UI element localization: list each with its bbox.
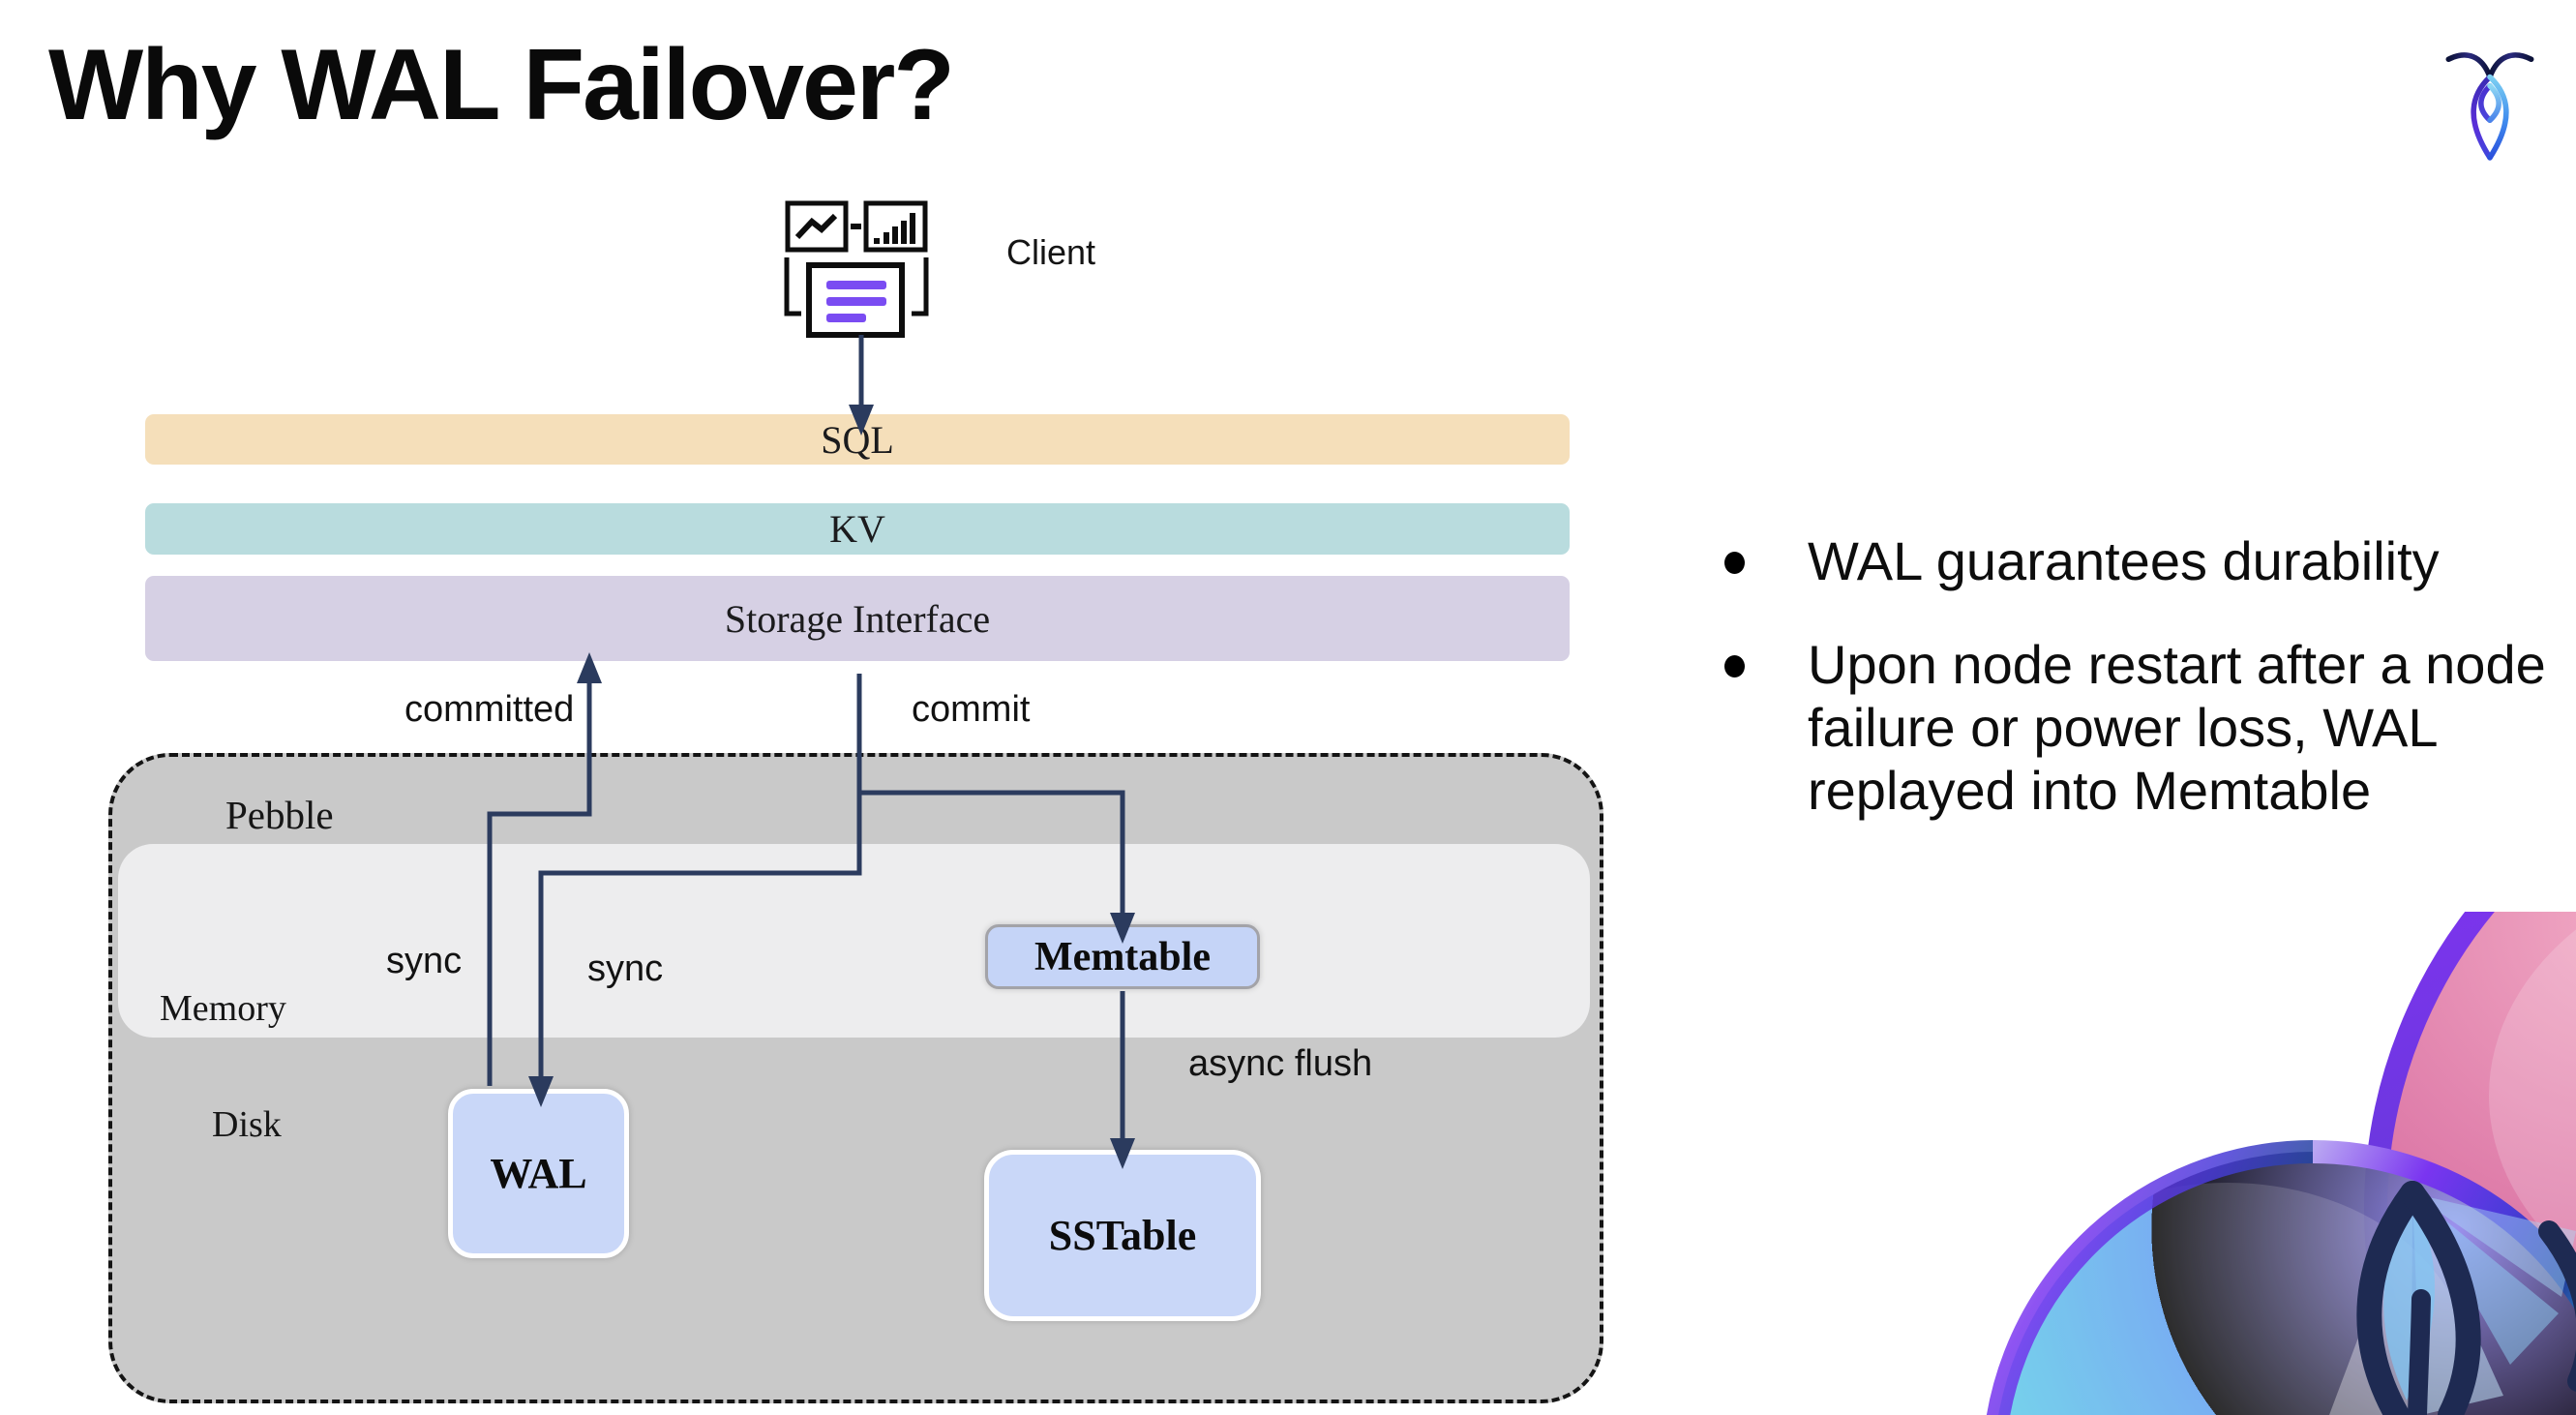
wal-node: WAL — [448, 1089, 629, 1258]
pebble-label: Pebble — [225, 793, 334, 837]
sstable-node: SSTable — [984, 1150, 1261, 1321]
client-label: Client — [1006, 232, 1096, 272]
memory-label: Memory — [160, 988, 286, 1029]
bullet-dot-icon — [1724, 654, 1745, 677]
layer-sql: SQL — [145, 414, 1570, 465]
edge-label-async-flush: async flush — [1188, 1043, 1373, 1084]
list-item: WAL guarantees durability — [1722, 530, 2562, 593]
memtable-node: Memtable — [985, 924, 1260, 989]
memory-band — [118, 844, 1590, 1038]
page-title: Why WAL Failover? — [48, 29, 955, 141]
layer-kv: KV — [145, 503, 1570, 555]
brand-art — [1986, 912, 2576, 1415]
bullet-dot-icon — [1724, 552, 1745, 574]
edge-label-sync-left: sync — [386, 941, 463, 981]
bullet-text: WAL guarantees durability — [1808, 530, 2440, 591]
layer-storage-interface: Storage Interface — [145, 576, 1570, 661]
bar-chart-glyph — [874, 213, 915, 244]
layer-sql-label: SQL — [821, 417, 894, 462]
sstable-label: SSTable — [1048, 1212, 1197, 1259]
cockroach-logo-icon — [2445, 52, 2534, 161]
layer-kv-label: KV — [829, 507, 885, 551]
list-item: Upon node restart after a node failure o… — [1722, 634, 2562, 823]
memtable-label: Memtable — [1034, 934, 1211, 979]
disk-label: Disk — [212, 1104, 282, 1145]
layer-storage-label: Storage Interface — [724, 596, 991, 641]
edge-label-commit: commit — [912, 689, 1031, 730]
document-lines-glyph — [826, 281, 886, 322]
edge-label-sync-right: sync — [587, 948, 664, 989]
edge-label-committed: committed — [404, 689, 575, 730]
wal-label: WAL — [490, 1150, 587, 1197]
client-workstation-icon — [784, 200, 929, 338]
bullet-list: WAL guarantees durability Upon node rest… — [1722, 530, 2555, 863]
bullet-text: Upon node restart after a node failure o… — [1808, 633, 2546, 821]
bracket-glyphs — [784, 257, 929, 316]
dash-glyph — [851, 224, 861, 229]
